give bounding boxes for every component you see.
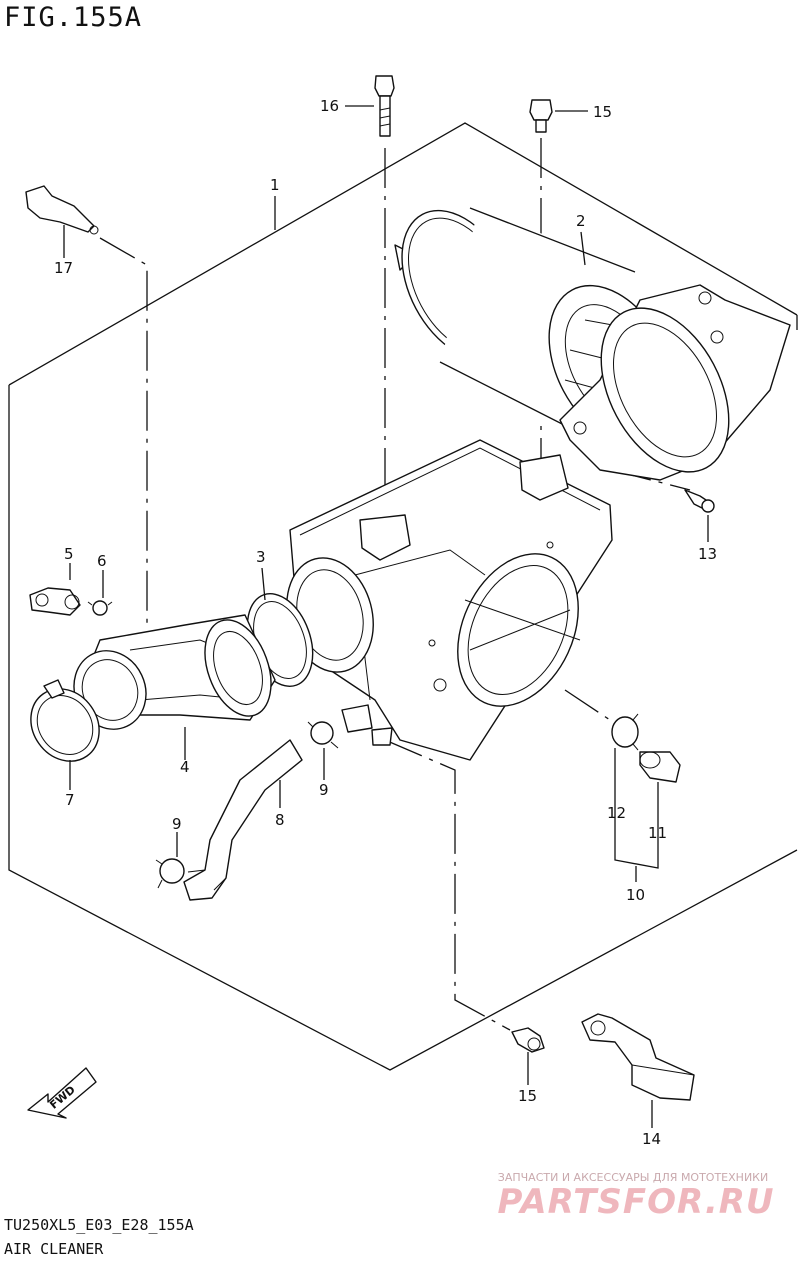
callout-8: 8: [275, 811, 285, 829]
leader-17: [99, 237, 148, 630]
callout-labels: 1 2 3 4 5 6 7 8 9 9 10 11 12 13 14 15 15…: [54, 97, 717, 1148]
leader-12: [564, 689, 611, 721]
leader-15-bottom: [384, 739, 511, 1031]
part-5-fitting: [29, 587, 81, 616]
callout-12: 12: [607, 804, 626, 822]
part-2-filter-element: [394, 207, 791, 481]
callout-14: 14: [642, 1130, 661, 1148]
callout-15-top: 15: [593, 103, 612, 121]
part-17-breather: [25, 185, 99, 235]
callout-13: 13: [698, 545, 717, 563]
callout-4: 4: [180, 758, 190, 776]
part-9-clip-upper: [307, 721, 339, 749]
callout-7: 7: [65, 791, 75, 809]
callout-15-bottom: 15: [518, 1087, 537, 1105]
callout-9-upper: 9: [319, 781, 329, 799]
figure-title: FIG.155A: [4, 2, 143, 33]
callout-2: 2: [576, 212, 586, 230]
callout-10: 10: [626, 886, 645, 904]
part-12-clip: [611, 713, 639, 751]
callout-16: 16: [320, 97, 339, 115]
part-14-bracket: [581, 1013, 695, 1101]
callout-11: 11: [648, 824, 667, 842]
figure-caption: AIR CLEANER: [4, 1240, 104, 1258]
callout-5: 5: [64, 545, 74, 563]
part-13-screw: [684, 489, 715, 513]
part-11-cap: [639, 751, 681, 783]
part-8-drain-hose: [183, 739, 303, 901]
part-16-bolt: [374, 75, 395, 137]
watermark-tagline: ЗАПЧАСТИ И АКСЕССУАРЫ ДЛЯ МОТОТЕХНИКИ: [497, 1171, 769, 1184]
part-6-clip: [87, 600, 113, 616]
callout-1: 1: [270, 176, 280, 194]
part-15-bolt-bottom: [511, 1027, 545, 1053]
part-9-clip-lower: [155, 858, 185, 889]
air-cleaner-case: [286, 439, 613, 761]
part-7-clamp: [30, 679, 100, 762]
assembly-frame: [8, 122, 798, 1071]
callout-leaders: [63, 105, 709, 1128]
callout-3: 3: [256, 548, 266, 566]
callout-6: 6: [97, 552, 107, 570]
watermark-brand: PARTSFOR.RU: [497, 1182, 775, 1222]
callout-9-lower: 9: [172, 815, 182, 833]
part-15-bolt-top: [529, 99, 553, 133]
figure-code: TU250XL5_E03_E28_155A: [4, 1216, 194, 1234]
callout-17: 17: [54, 259, 73, 277]
forward-direction-arrow: FWD: [27, 1067, 97, 1119]
